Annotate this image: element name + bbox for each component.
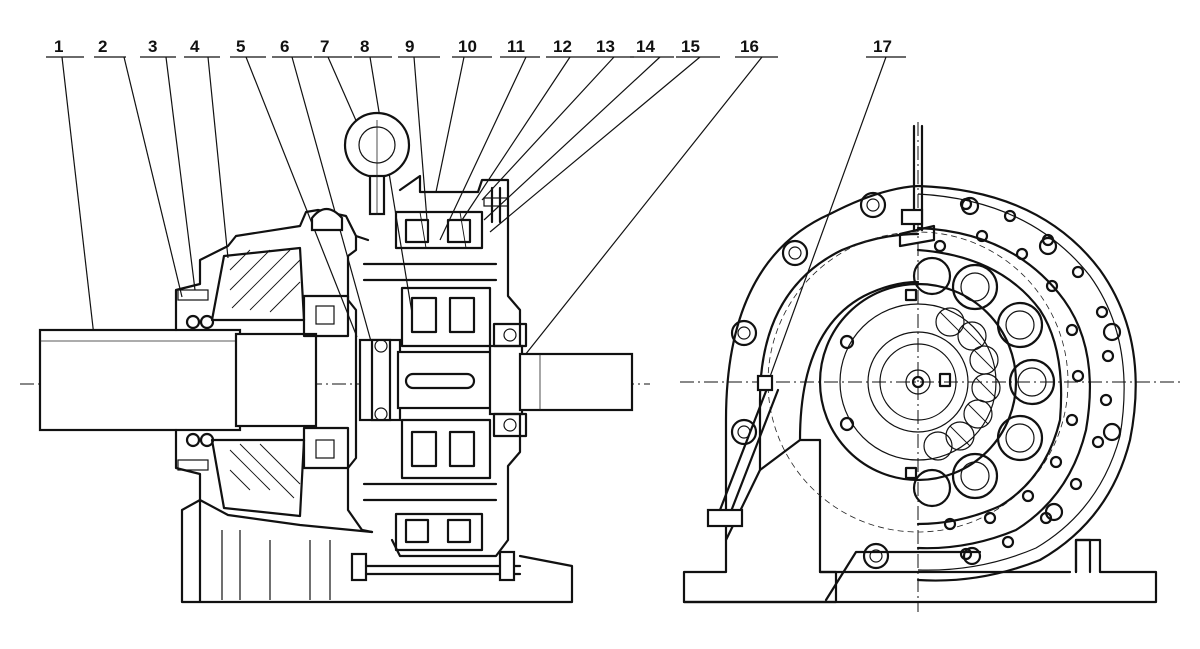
label-2: 2 [98,37,107,56]
label-4: 4 [190,37,200,56]
label-10: 10 [458,37,477,56]
section-view [20,111,650,604]
label-15: 15 [681,37,700,56]
label-1: 1 [54,37,63,56]
housing-bolts [730,191,890,570]
eccentric-rollers [923,307,1001,461]
label-7: 7 [320,37,329,56]
tie-bolt [350,550,522,582]
input-bearing [177,289,215,471]
ring-outer-left [818,282,1018,482]
eye-bolt [343,111,411,216]
flange-bolts-right [960,196,1122,566]
housing-outline-right [916,184,1137,582]
label-5: 5 [236,37,245,56]
label-12: 12 [553,37,572,56]
flange-bolt [483,186,509,224]
main-bearing-lower [302,426,350,470]
label-14: 14 [636,37,655,56]
label-16: 16 [740,37,759,56]
label-8: 8 [360,37,369,56]
oil-gauge-rod [706,374,780,528]
callout-labels: 1 2 3 4 5 6 7 8 9 10 11 12 13 14 15 16 1… [54,37,892,56]
breather-cap [310,207,344,232]
label-6: 6 [280,37,289,56]
input-shaft [38,328,242,432]
housing-outline-left [724,184,920,542]
end-view [680,122,1180,612]
eccentric-shaft [358,338,524,422]
output-pin-holes [912,256,1056,508]
cycloid-lower [362,418,498,552]
base-plate [180,498,574,604]
housing-hatch [210,246,306,518]
label-13: 13 [596,37,615,56]
cycloid-upper [362,210,498,348]
label-17: 17 [873,37,892,56]
label-3: 3 [148,37,157,56]
output-shaft [518,352,634,412]
main-bearing-upper [302,294,350,338]
label-11: 11 [507,37,525,56]
output-bearing [492,322,528,438]
label-9: 9 [405,37,414,56]
input-shaft-body [234,332,318,428]
